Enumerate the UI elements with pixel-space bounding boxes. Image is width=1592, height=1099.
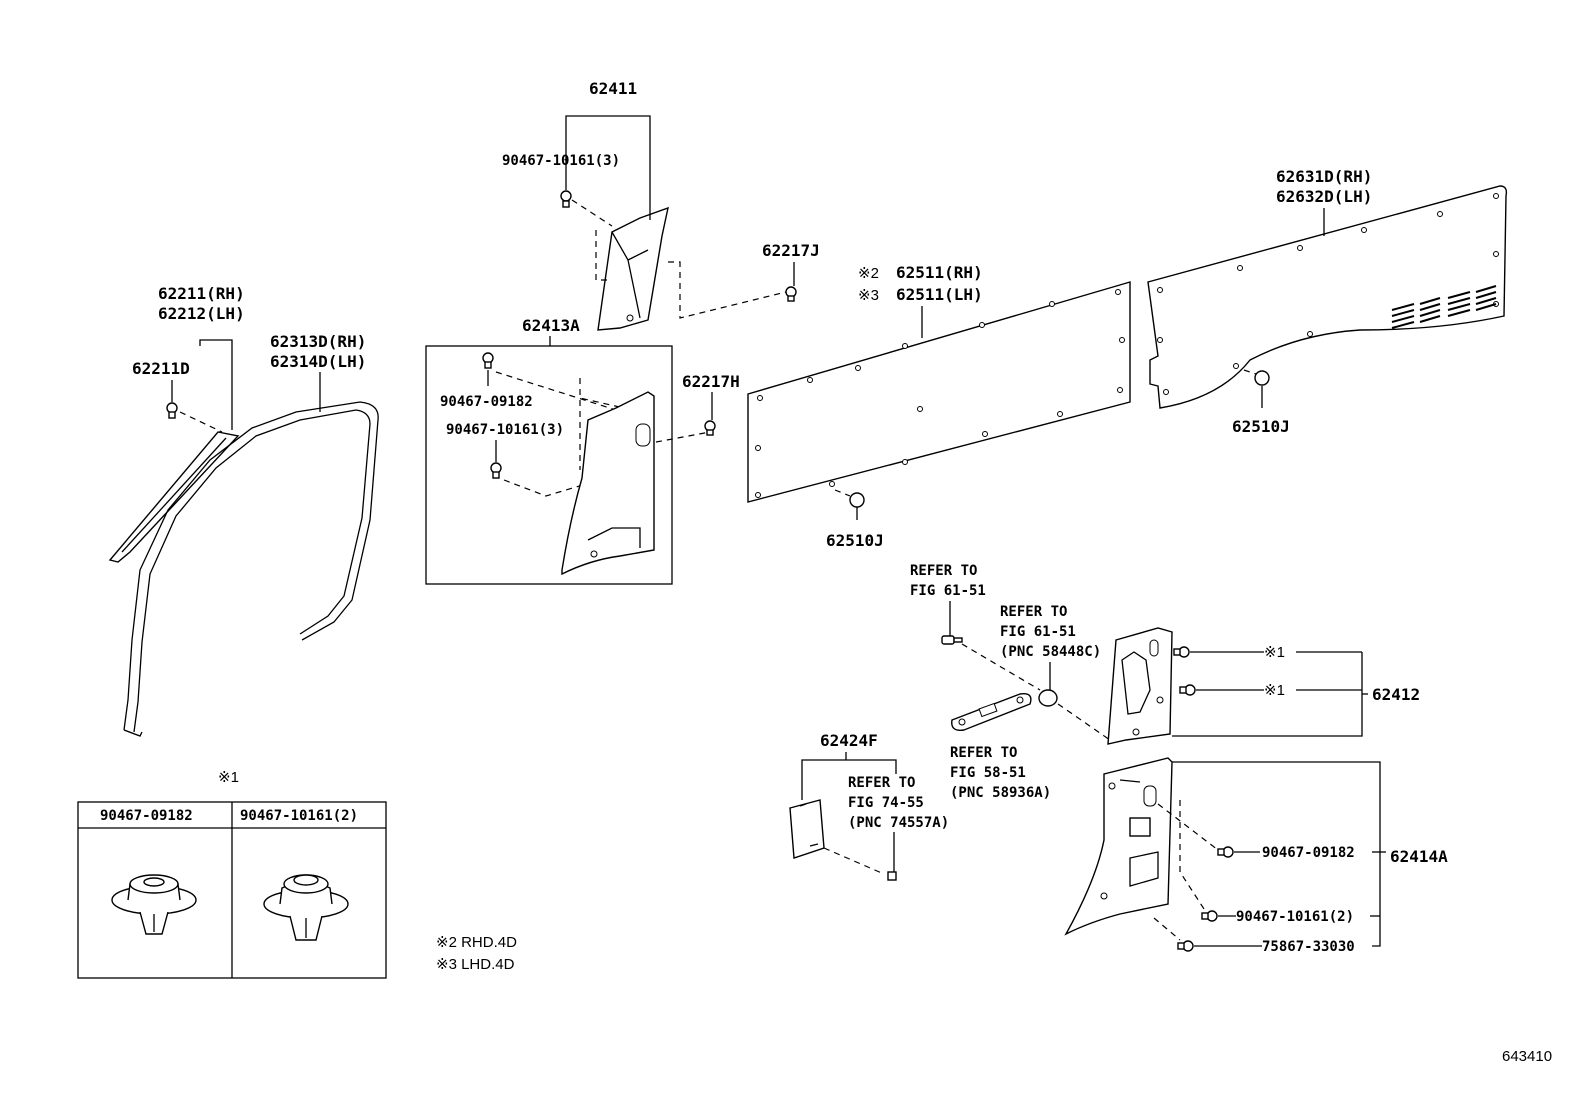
- part-62412-illustration: [1107, 627, 1173, 745]
- label-62314D: 62314D(LH): [270, 352, 366, 371]
- label-62413A: 62413A: [522, 316, 580, 335]
- table-header-col2: 90467-10161(2): [240, 808, 358, 824]
- mark-2: ※2: [858, 265, 879, 282]
- dashed-leader: [961, 643, 1041, 691]
- label-75867-33030: 75867-33030: [1262, 939, 1355, 955]
- clip-icon: [1217, 846, 1234, 858]
- clip-icon: [490, 462, 502, 479]
- dashed-leader: [1157, 803, 1219, 851]
- label-62411: 62411: [589, 79, 637, 98]
- label-62510J-left: 62510J: [826, 531, 884, 550]
- part-62313D-illustration: [123, 401, 379, 737]
- refer2-line1: REFER TO: [1000, 604, 1067, 620]
- mark-3: ※3: [858, 287, 879, 304]
- bolt-icon: [941, 635, 963, 645]
- figure-id: 643410: [1502, 1048, 1552, 1065]
- label-62511-lh: 62511(LH): [896, 285, 983, 304]
- label-62211: 62211(RH): [158, 284, 245, 303]
- refer2-line3: (PNC 58448C): [1000, 644, 1101, 660]
- part-62211-illustration: [108, 431, 240, 563]
- dashed-leader: [1179, 800, 1207, 913]
- clip-icon: [560, 190, 572, 208]
- group-box-62413A: [425, 345, 673, 585]
- label-62212: 62212(LH): [158, 304, 245, 323]
- refer2-line2: FIG 61-51: [1000, 624, 1076, 640]
- clip-90467-09182-icon: [111, 874, 197, 935]
- label-62632D: 62632D(LH): [1276, 187, 1372, 206]
- dashed-leader: [1153, 917, 1181, 941]
- dashed-leader: [668, 261, 787, 319]
- label-90467-09182-r: 90467-09182: [1262, 845, 1355, 861]
- clip-icon: [482, 352, 494, 369]
- part-62413A-illustration: [561, 391, 655, 576]
- dashed-leader: [823, 847, 885, 875]
- refer3-line1: REFER TO: [848, 775, 915, 791]
- label-62217J: 62217J: [762, 241, 820, 260]
- part-62424F-illustration: [789, 799, 825, 859]
- bushing-icon: [1038, 689, 1058, 707]
- part-62631D-illustration: [1147, 185, 1508, 409]
- label-62412: 62412: [1372, 685, 1420, 704]
- label-90467-10161-2-r: 90467-10161(2): [1236, 909, 1354, 925]
- table-header-col1: 90467-09182: [100, 808, 193, 824]
- clip-icon: [849, 492, 865, 508]
- label-90467-09182-mid: 90467-09182: [440, 394, 533, 410]
- bracket-62211: [199, 339, 233, 430]
- clip-icon: [1173, 646, 1190, 658]
- clip-icon: [166, 402, 178, 419]
- part-62411-illustration: [597, 206, 669, 331]
- label-62510J-right: 62510J: [1232, 417, 1290, 436]
- dashed-leader: [503, 479, 587, 497]
- refer1-line2: FIG 61-51: [910, 583, 986, 599]
- clip-90467-10161-icon: [263, 874, 349, 941]
- label-62313D: 62313D(RH): [270, 332, 366, 351]
- bracket-62414A: [1172, 761, 1381, 947]
- mark-1-a: ※1: [1264, 644, 1285, 661]
- clip-square-icon: [887, 871, 897, 881]
- label-62631D: 62631D(RH): [1276, 167, 1372, 186]
- clip-icon: [1179, 684, 1196, 696]
- part-62414A-illustration: [1064, 757, 1173, 936]
- mark-1-b: ※1: [1264, 682, 1285, 699]
- bracket-62412: [1172, 652, 1363, 737]
- screw-icon: [1177, 940, 1194, 952]
- bracket-62424F: [801, 759, 897, 774]
- label-62424F: 62424F: [820, 731, 878, 750]
- label-62511-rh: 62511(RH): [896, 263, 983, 282]
- label-62211D: 62211D: [132, 359, 190, 378]
- refer3-line3: (PNC 74557A): [848, 815, 949, 831]
- dashed-leader: [655, 431, 711, 443]
- dashed-leader: [179, 411, 223, 433]
- refer4-line1: REFER TO: [950, 745, 1017, 761]
- label-90467-10161-3-top: 90467-10161(3): [502, 153, 620, 169]
- refer4-line2: FIG 58-51: [950, 765, 1026, 781]
- clip-icon: [1254, 370, 1270, 386]
- note-3: ※3 LHD.4D: [436, 956, 515, 973]
- clip-icon: [1201, 910, 1218, 922]
- label-62414A: 62414A: [1390, 847, 1448, 866]
- table-mark: ※1: [218, 769, 239, 786]
- part-62511-illustration: [747, 281, 1131, 503]
- dashed-leader: [834, 489, 851, 497]
- dashed-leader: [1243, 369, 1257, 375]
- dashed-leader: [495, 371, 617, 411]
- bracket-62411: [565, 115, 651, 220]
- label-62217H: 62217H: [682, 372, 740, 391]
- dashed-leader: [571, 199, 613, 227]
- refer1-line1: REFER TO: [910, 563, 977, 579]
- refer4-line3: (PNC 58936A): [950, 785, 1051, 801]
- dashed-leader: [579, 378, 625, 409]
- label-90467-10161-3-mid: 90467-10161(3): [446, 422, 564, 438]
- refer3-line2: FIG 74-55: [848, 795, 924, 811]
- note-2: ※2 RHD.4D: [436, 934, 517, 951]
- fastener-table: [77, 801, 387, 979]
- dashed-leader: [595, 230, 610, 281]
- clip-icon: [704, 420, 716, 436]
- bracket-58936A-illustration: [951, 693, 1032, 731]
- dashed-leader: [1057, 703, 1111, 741]
- clip-icon: [785, 286, 797, 302]
